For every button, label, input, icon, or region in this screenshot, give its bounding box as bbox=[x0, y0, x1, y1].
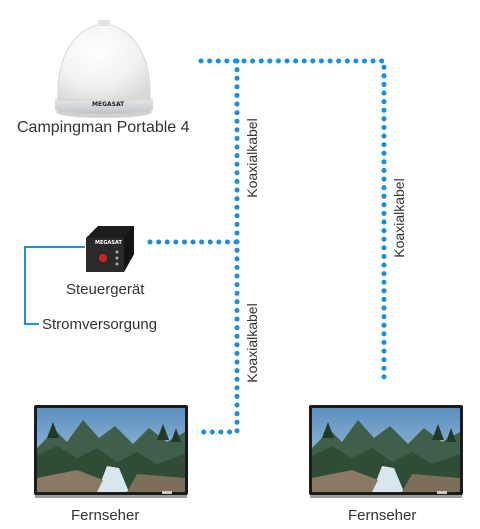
cable-label-upper: Koaxialkabel bbox=[244, 118, 260, 198]
brand-logo-controller: MEGASAT bbox=[95, 240, 122, 246]
satellite-antenna-image: MEGASAT bbox=[55, 20, 153, 118]
tv-left-label: Fernseher bbox=[71, 507, 140, 524]
power-cable bbox=[24, 246, 85, 325]
antenna-label: Campingman Portable 4 bbox=[17, 119, 190, 136]
cable-label-right: Koaxialkabel bbox=[391, 178, 407, 258]
coax-cable-paths bbox=[147, 58, 387, 435]
controller-box-image: MEGASAT bbox=[86, 226, 134, 272]
coax-cable-middle-branch bbox=[198, 58, 240, 435]
tv-left-image bbox=[34, 405, 188, 498]
tv-right-image bbox=[309, 405, 463, 498]
cable-label-lower: Koaxialkabel bbox=[244, 303, 260, 383]
brand-logo-antenna: MEGASAT bbox=[92, 101, 125, 108]
tv-right-label: Fernseher bbox=[348, 507, 417, 524]
power-supply-label: Stromversorgung bbox=[42, 316, 158, 333]
controller-label: Steuergerät bbox=[66, 281, 145, 298]
coax-cable-top-branch bbox=[198, 58, 387, 381]
